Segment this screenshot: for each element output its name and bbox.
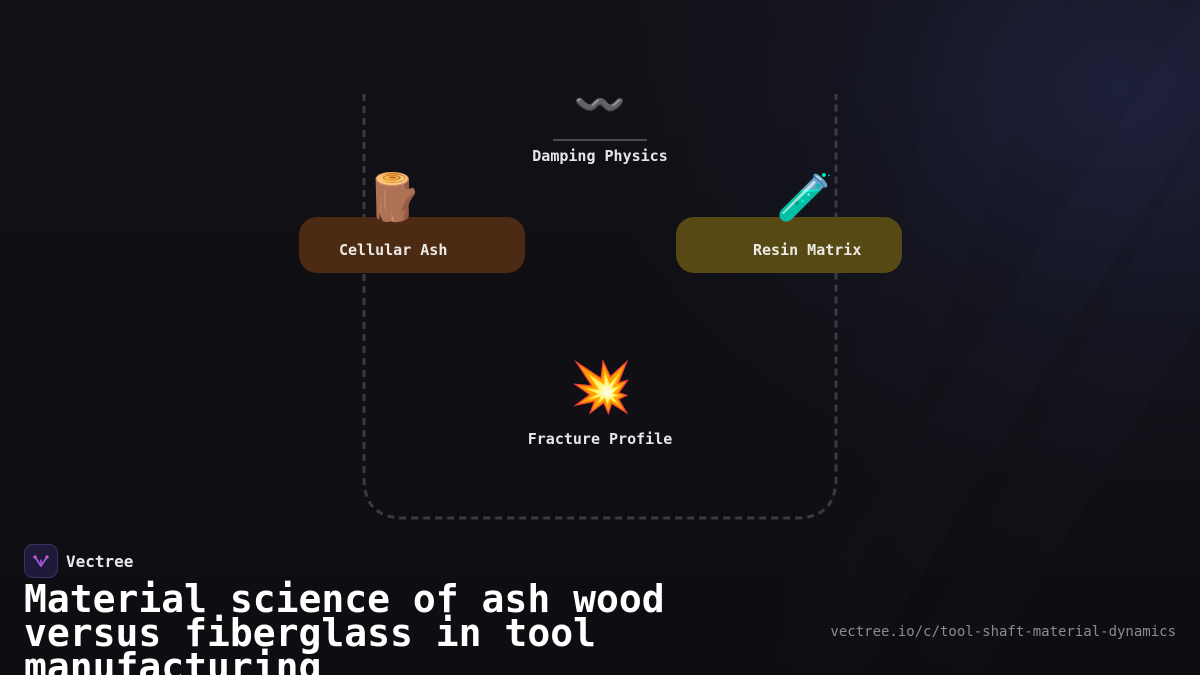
test-tube-icon: 🧪	[776, 170, 834, 224]
node-label: Damping Physics	[532, 147, 668, 165]
brand-name: Vectree	[66, 551, 134, 571]
brand[interactable]: Vectree	[24, 544, 133, 578]
wavy-dash-icon: 〰️	[573, 80, 627, 129]
page-title: Material science of ash wood versus fibe…	[24, 577, 665, 675]
node-underline	[553, 139, 647, 141]
node-pill	[299, 217, 525, 273]
node-label: Resin Matrix	[753, 241, 862, 259]
vectree-logo-icon	[24, 544, 58, 578]
wood-log-icon: 🪵	[365, 170, 423, 224]
node-label: Fracture Profile	[527, 430, 673, 448]
node-damping-physics[interactable]: 〰️ Damping Physics	[520, 84, 680, 174]
node-fracture-profile[interactable]: 💥 Fracture Profile	[515, 360, 685, 452]
node-resin-matrix[interactable]: 🧪 Resin Matrix	[676, 172, 902, 274]
node-cellular-ash[interactable]: 🪵 Cellular Ash	[299, 172, 525, 274]
node-pill	[676, 217, 902, 273]
collision-icon: 💥	[570, 358, 633, 416]
node-label: Cellular Ash	[339, 241, 448, 259]
page-url[interactable]: vectree.io/c/tool-shaft-material-dynamic…	[830, 624, 1176, 640]
